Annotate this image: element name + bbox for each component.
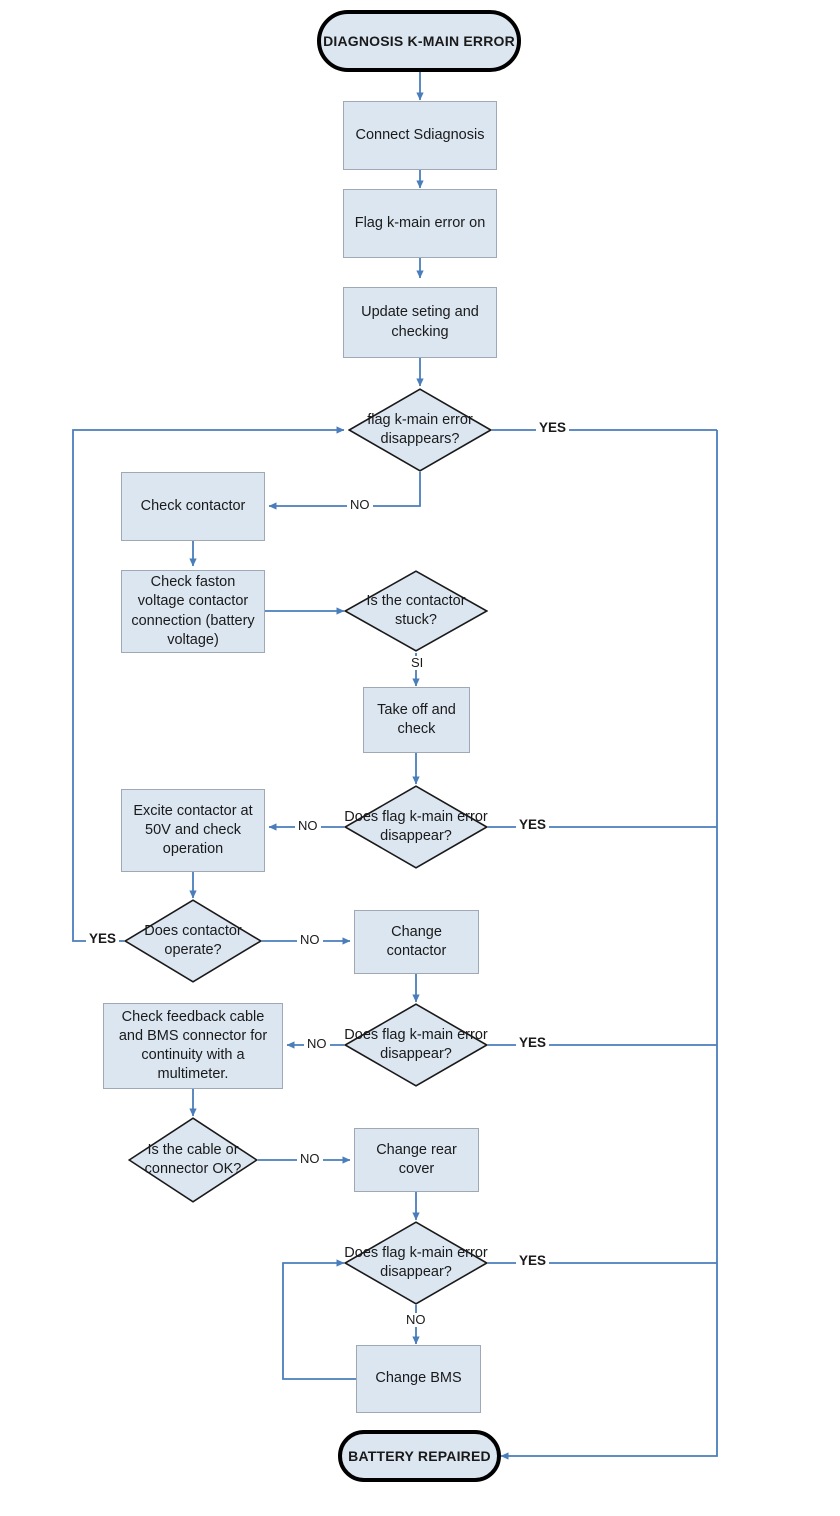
decision-flag-disappear-3[interactable]: Does flag k-main error disappear? xyxy=(344,1003,488,1087)
decision-contactor-stuck-label: Is the contactor stuck? xyxy=(366,593,466,628)
node-connect-sdiagnosis[interactable]: Connect Sdiagnosis xyxy=(343,101,497,170)
decision-cable-connector-ok-label: Is the cable or connector OK? xyxy=(144,1142,242,1177)
decision-flag-disappears-label: flag k-main error disappears? xyxy=(367,412,473,447)
decision-flag-disappear-3-label: Does flag k-main error disappear? xyxy=(344,1027,488,1062)
edge-label-no-cable: NO xyxy=(297,1151,323,1167)
edge-label-no-4: NO xyxy=(403,1312,429,1328)
decision-contactor-stuck[interactable]: Is the contactor stuck? xyxy=(344,570,488,652)
edge-label-no-2: NO xyxy=(295,818,321,834)
diamond-shape-icon xyxy=(344,1003,488,1087)
decision-flag-disappear-2-label: Does flag k-main error disappear? xyxy=(344,809,488,844)
diamond-shape-icon xyxy=(344,785,488,869)
edge-label-no-1: NO xyxy=(347,497,373,513)
node-check-faston-voltage-label: Check faston voltage contactor connectio… xyxy=(131,574,255,648)
node-start[interactable]: DIAGNOSIS K-MAIN ERROR xyxy=(317,10,521,72)
node-end[interactable]: BATTERY REPAIRED xyxy=(338,1430,501,1482)
diamond-shape-icon xyxy=(344,570,488,652)
node-update-setting-label: Update seting and checking xyxy=(361,304,479,340)
diamond-shape-icon xyxy=(344,1221,488,1305)
decision-contactor-operate-label: Does contactor operate? xyxy=(144,923,242,958)
node-check-faston-voltage[interactable]: Check faston voltage contactor connectio… xyxy=(121,570,265,653)
decision-flag-disappears[interactable]: flag k-main error disappears? xyxy=(348,388,492,472)
decision-flag-disappear-2[interactable]: Does flag k-main error disappear? xyxy=(344,785,488,869)
node-flag-k-main-error-on[interactable]: Flag k-main error on xyxy=(343,189,497,258)
node-excite-contactor-label: Excite contactor at 50V and check operat… xyxy=(133,802,253,858)
node-check-contactor[interactable]: Check contactor xyxy=(121,472,265,541)
diamond-shape-icon xyxy=(348,388,492,472)
node-end-label: BATTERY REPAIRED xyxy=(348,1448,491,1464)
diamond-shape-icon xyxy=(128,1117,258,1203)
node-change-bms[interactable]: Change BMS xyxy=(356,1345,481,1413)
decision-cable-connector-ok[interactable]: Is the cable or connector OK? xyxy=(128,1117,258,1203)
node-change-bms-label: Change BMS xyxy=(375,1370,462,1387)
node-excite-contactor-50v[interactable]: Excite contactor at 50V and check operat… xyxy=(121,789,265,872)
decision-flag-disappear-4-label: Does flag k-main error disappear? xyxy=(344,1245,488,1280)
node-check-contactor-label: Check contactor xyxy=(140,497,246,514)
node-flag-k-main-error-on-label: Flag k-main error on xyxy=(354,214,486,231)
edge-label-yes-3: YES xyxy=(516,1035,550,1051)
edge-label-yes-1: YES xyxy=(536,420,570,436)
edge-label-no-3: NO xyxy=(304,1036,330,1052)
node-check-feedback-cable[interactable]: Check feedback cable and BMS connector f… xyxy=(103,1003,283,1089)
node-take-off-and-check-label: Take off and check xyxy=(377,701,456,737)
node-update-setting-and-checking[interactable]: Update seting and checking xyxy=(343,287,497,358)
edge-label-yes-2: YES xyxy=(516,817,550,833)
node-start-label: DIAGNOSIS K-MAIN ERROR xyxy=(323,33,515,49)
edge-label-no-operate: NO xyxy=(297,932,323,948)
decision-flag-disappear-4[interactable]: Does flag k-main error disappear? xyxy=(344,1221,488,1305)
edge-label-si-stuck: SI xyxy=(408,655,427,671)
node-check-feedback-cable-label: Check feedback cable and BMS connector f… xyxy=(118,1008,268,1083)
decision-contactor-operate[interactable]: Does contactor operate? xyxy=(124,899,262,983)
node-change-contactor-label: Change contactor xyxy=(386,923,447,959)
edge-label-yes-operate: YES xyxy=(86,931,120,947)
node-take-off-and-check[interactable]: Take off and check xyxy=(363,687,470,753)
edge-label-yes-4: YES xyxy=(516,1253,550,1269)
node-connect-sdiagnosis-label: Connect Sdiagnosis xyxy=(355,126,485,143)
node-change-rear-cover[interactable]: Change rear cover xyxy=(354,1128,479,1192)
node-change-contactor[interactable]: Change contactor xyxy=(354,910,479,974)
node-change-rear-cover-label: Change rear cover xyxy=(376,1141,457,1177)
